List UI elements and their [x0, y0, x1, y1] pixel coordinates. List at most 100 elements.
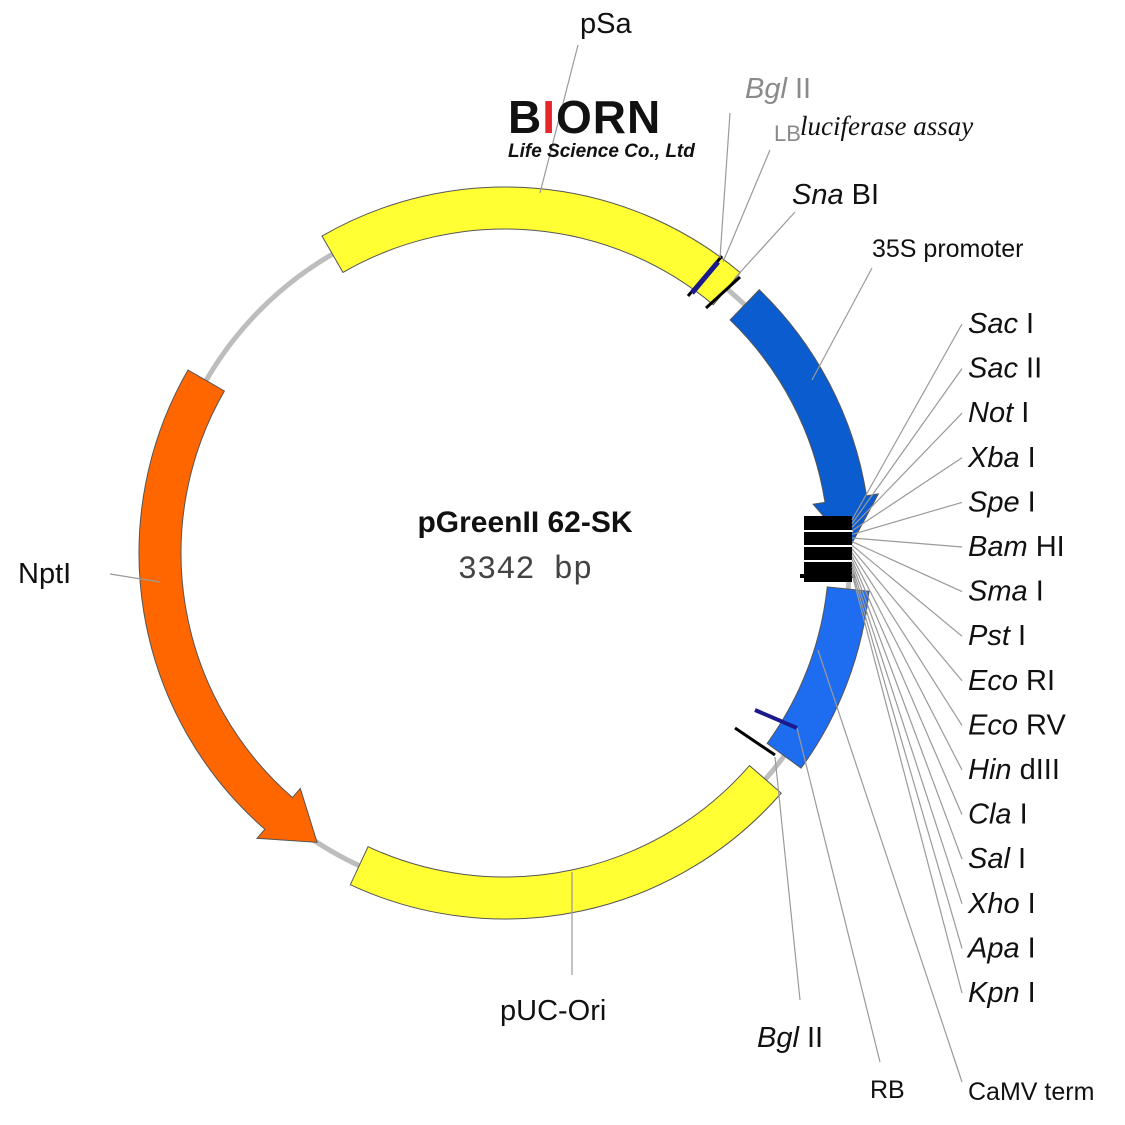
- rb-tick: [754, 708, 798, 730]
- mcs-site-roman: I: [1018, 308, 1034, 340]
- feature-arcs: [138, 186, 880, 920]
- mcs-site-roman: I: [1020, 932, 1036, 964]
- mcs-site-roman: II: [1018, 353, 1042, 385]
- mcs-site-leader: [851, 412, 963, 528]
- bglii-bottom-italic: Bgl: [757, 1022, 800, 1054]
- mcs-site-italic: Eco: [968, 709, 1018, 741]
- mcs-site-label: Eco RV: [968, 709, 1066, 741]
- mcs-site-label: Sac II: [968, 353, 1042, 385]
- logo-letters-orn: ORN: [556, 91, 661, 143]
- bglii-top-label: Bgl II: [745, 73, 811, 105]
- mcs-site-italic: Apa: [966, 932, 1020, 964]
- mcs-site-leader: [851, 544, 963, 637]
- snabi-label: Sna BI: [792, 179, 879, 211]
- mcs-site-leader: [851, 537, 963, 548]
- mcs-site-label: Bam HI: [968, 531, 1065, 563]
- mcs-site-italic: Eco: [968, 665, 1018, 697]
- mcs-site-roman: RV: [1018, 709, 1066, 741]
- mcs-site-leader: [851, 559, 963, 815]
- mcs-site-label: Not I: [968, 397, 1029, 429]
- mcs-site-leader: [851, 541, 963, 593]
- mcs-site-leader: [851, 368, 963, 524]
- mcs-site-leader: [851, 501, 963, 535]
- snabi-tick: [704, 275, 742, 310]
- mcs-site-label: Xba I: [967, 442, 1036, 474]
- mcs-site-leader: [851, 548, 963, 682]
- mcs-site-label: Hin dIII: [968, 754, 1060, 786]
- mcs-site-italic: Not: [968, 397, 1015, 429]
- logo-letter-b: B: [508, 91, 542, 143]
- mcs-site-italic: Pst: [968, 620, 1012, 652]
- mcs-site-leader: [851, 457, 963, 532]
- rb-label: RB: [870, 1076, 905, 1104]
- mcs-site-italic: Spe: [968, 486, 1020, 518]
- mcs-site-roman: I: [1020, 486, 1036, 518]
- mcs-site-italic: Cla: [968, 799, 1012, 831]
- bglii-top-leader: [719, 112, 731, 259]
- snabi-italic: Sna: [792, 179, 844, 211]
- mcs-site-label: Sac I: [968, 308, 1034, 340]
- assay-subtitle: luciferase assay: [800, 111, 973, 141]
- promoter-leader: [811, 267, 873, 381]
- mcs-site-italic: Hin: [968, 754, 1012, 786]
- puc-ori-arc: [349, 764, 782, 920]
- psa-leader: [539, 44, 579, 194]
- lb-leader: [722, 149, 771, 263]
- rb-leader: [796, 727, 881, 1063]
- plasmid-size: 3342 bp: [458, 551, 592, 588]
- term-leader: [817, 649, 963, 1083]
- mcs-site-leader: [851, 552, 963, 726]
- lb-label: LB: [774, 121, 801, 146]
- mcs-box: [804, 516, 852, 582]
- mcs-site-italic: Xho: [967, 888, 1020, 920]
- mcs-site-label: Eco RI: [968, 665, 1055, 697]
- mcs-site-roman: I: [1010, 620, 1026, 652]
- bglii-top-roman: II: [787, 73, 811, 105]
- bglii-bottom-label: Bgl II: [757, 1022, 823, 1054]
- mcs-block: [800, 516, 855, 582]
- logo-letter-i: I: [542, 91, 556, 143]
- mcs-site-italic: Sac: [968, 308, 1018, 340]
- mcs-site-label: Pst I: [968, 620, 1026, 652]
- term-arc: [766, 586, 870, 769]
- mcs-site-italic: Sac: [968, 353, 1018, 385]
- mcs-site-roman: I: [1020, 442, 1036, 474]
- mcs-site-roman: HI: [1028, 531, 1065, 563]
- logo-company: Life Science Co., Ltd: [508, 141, 695, 162]
- puc-ori-label: pUC-Ori: [500, 995, 606, 1027]
- mcs-site-label: Sal I: [968, 843, 1026, 875]
- npti-leader: [109, 573, 161, 583]
- psa-arc: [321, 186, 741, 306]
- npti-arc: [138, 369, 318, 843]
- mcs-leaders: [851, 323, 963, 994]
- mcs-site-leader: [851, 570, 963, 949]
- mcs-site-roman: I: [1013, 397, 1029, 429]
- mcs-site-label: Spe I: [968, 486, 1036, 518]
- bglii-bottom-roman: II: [799, 1022, 823, 1054]
- mcs-site-roman: I: [1020, 888, 1036, 920]
- lb-tick: [690, 260, 720, 295]
- bglii-bottom-tick: [734, 726, 776, 757]
- psa-label: pSa: [580, 8, 632, 40]
- mcs-site-label: Cla I: [968, 799, 1028, 831]
- mcs-site-roman: I: [1020, 977, 1036, 1009]
- mcs-site-roman: I: [1010, 843, 1026, 875]
- mcs-site-leader: [851, 566, 963, 904]
- mcs-site-leader: [851, 323, 963, 521]
- logo-wordmark: BIORN: [508, 91, 661, 143]
- mcs-site-italic: Kpn: [968, 977, 1020, 1009]
- mcs-site-roman: RI: [1018, 665, 1055, 697]
- mcs-site-label: Sma I: [968, 576, 1044, 608]
- mcs-site-italic: Sal: [968, 843, 1011, 875]
- mcs-site-label: Xho I: [967, 888, 1036, 920]
- mcs-site-roman: I: [1028, 576, 1044, 608]
- npti-label: NptI: [18, 558, 71, 590]
- company-logo: BIORN Life Science Co., Ltd: [508, 91, 695, 162]
- promoter-arc: [729, 289, 880, 548]
- promoter-label: 35S promoter: [872, 235, 1023, 263]
- mcs-site-italic: Bam: [968, 531, 1028, 563]
- mcs-site-italic: Xba: [967, 442, 1020, 474]
